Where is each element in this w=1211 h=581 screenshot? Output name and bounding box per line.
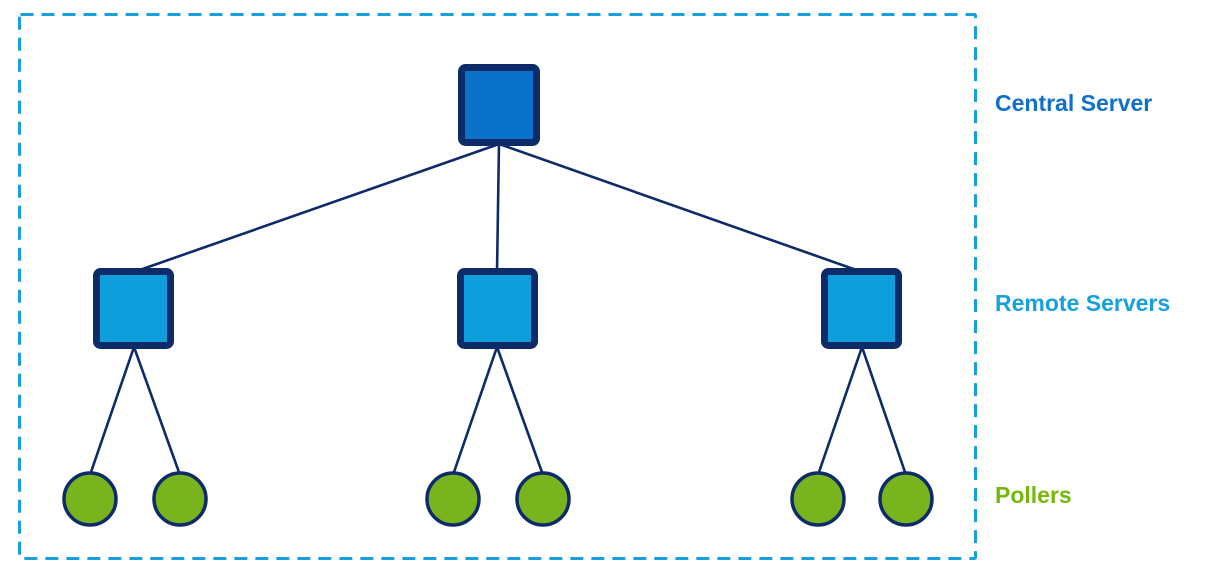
label-central-server: Central Server [995,90,1153,116]
connector-central-to-remote-right [497,142,864,274]
poller-node-1 [62,471,118,527]
poller-node-3 [425,471,481,527]
remote-server-node-left [93,268,174,349]
connector-central-to-remote-middle [495,142,501,274]
connector-remote-middle-to-poller-2 [495,345,545,477]
dashed-boundary-box [18,13,977,560]
connector-central-to-remote-left [132,142,501,274]
poller-node-2 [152,471,208,527]
remote-server-node-middle [457,268,538,349]
connector-remote-left-to-poller-2 [132,345,182,477]
label-pollers: Pollers [995,482,1072,508]
connector-remote-right-to-poller-1 [816,345,864,477]
poller-node-4 [515,471,571,527]
poller-node-6 [878,471,934,527]
connector-remote-left-to-poller-1 [88,345,136,477]
connector-remote-right-to-poller-2 [860,345,908,477]
label-remote-servers: Remote Servers [995,290,1171,316]
remote-server-node-right [821,268,902,349]
central-server-node [458,64,540,146]
connector-remote-middle-to-poller-1 [451,345,499,477]
poller-node-5 [790,471,846,527]
